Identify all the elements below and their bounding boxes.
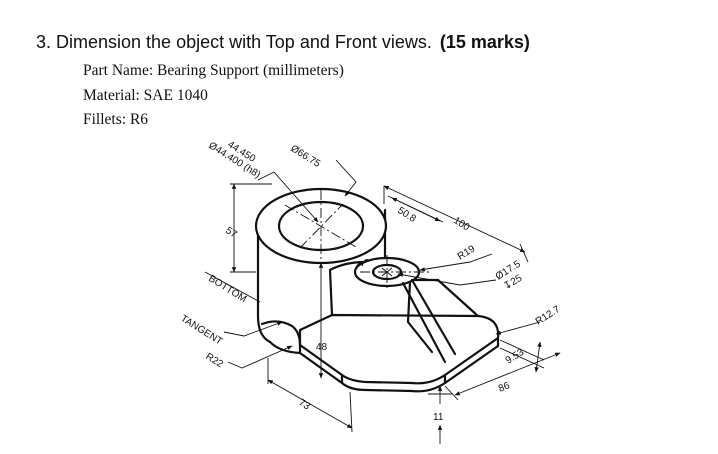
hole-center-mark [381,267,393,277]
label-tangent: TANGENT [178,313,224,347]
material: Material: SAE 1040 [83,87,208,104]
question-text: 3. Dimension the object with Top and Fro… [36,32,432,52]
dim-r22: R22 [203,351,225,370]
dimension-lines [204,159,561,444]
dim-r12-7: R12.7 [534,304,563,328]
dim-100: 100 [451,215,471,233]
dim-73: 73 [296,397,312,412]
dim-r19: R19 [456,243,478,262]
fillets: Fillets: R6 [83,111,149,128]
question-marks: (15 marks) [439,32,530,52]
label-bottom: BOTTOM [206,273,248,305]
surface-symbols [354,259,369,271]
dim-height-57: 57 [223,225,239,240]
dim-9-53: 9.53 [504,347,527,367]
center-lines [284,190,430,288]
dim-outer-diameter: Ø66.75 [288,143,322,170]
dim-86: 86 [497,380,512,395]
dim-48: 48 [316,342,328,353]
dim-11: 11 [433,412,444,423]
part-name: Part Name: Bearing Support (millimeters) [83,62,344,79]
question-heading: 3. Dimension the object with Top and Fro… [36,32,530,53]
